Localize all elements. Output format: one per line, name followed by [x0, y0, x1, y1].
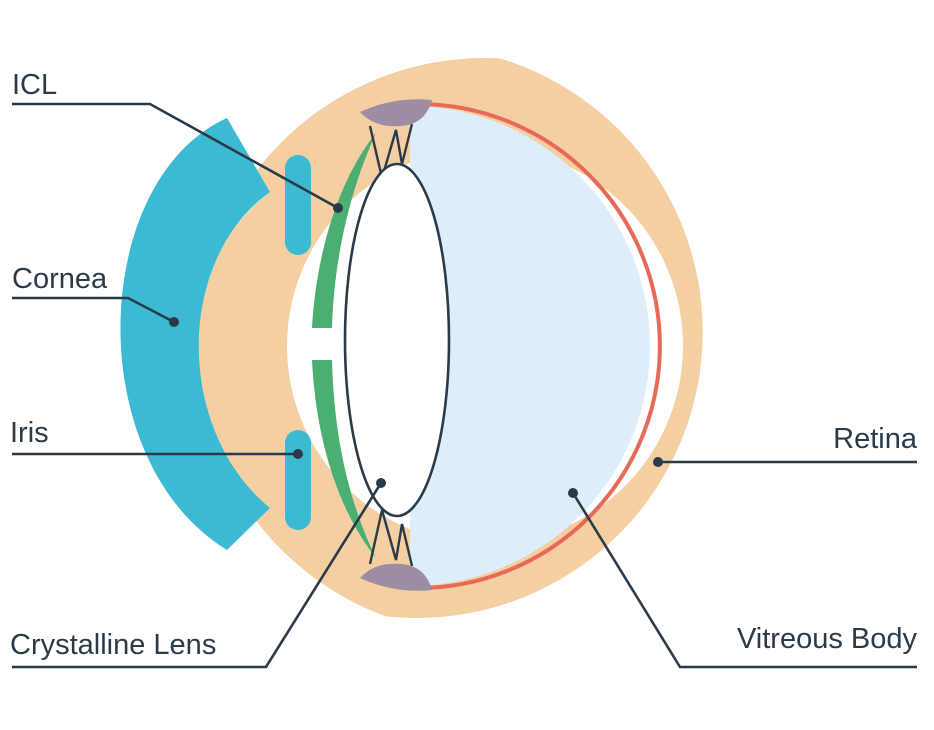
label-retina: Retina — [833, 423, 918, 455]
leader-icl — [12, 102, 343, 213]
cornea — [120, 118, 270, 550]
leader-retina — [653, 457, 917, 467]
icl-upper — [312, 133, 376, 328]
ciliary-body-upper — [360, 99, 432, 127]
leader-iris — [12, 449, 303, 459]
iris-lower — [285, 430, 311, 530]
retina — [417, 102, 662, 590]
leader-vitreous-body — [568, 488, 917, 669]
zonules — [368, 123, 414, 567]
label-icl: ICL — [12, 69, 57, 101]
sclera — [197, 58, 703, 618]
leader-cornea — [12, 296, 179, 327]
label-vitreous-body: Vitreous Body — [737, 623, 918, 655]
leader-crystalline-lens — [12, 478, 386, 669]
crystalline-lens — [343, 162, 451, 518]
icl-lower — [312, 360, 376, 558]
label-crystalline-lens: Crystalline Lens — [10, 629, 216, 661]
vitreous-body — [410, 106, 650, 586]
label-iris: Iris — [10, 417, 49, 449]
ciliary-body-lower — [360, 563, 432, 591]
iris-upper — [285, 155, 311, 255]
label-cornea: Cornea — [12, 263, 108, 295]
